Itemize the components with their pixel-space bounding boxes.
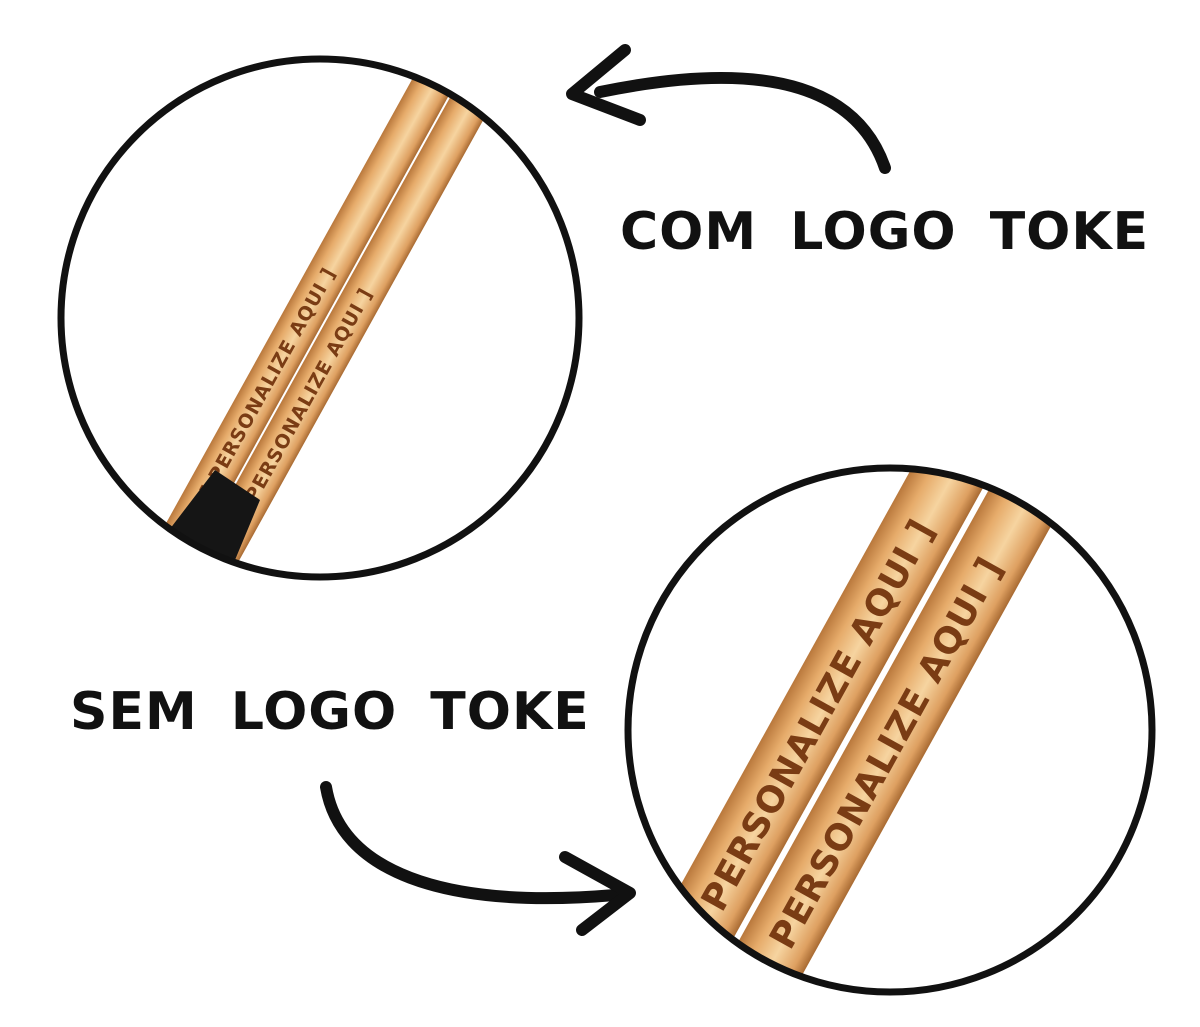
grip-logo-icon [158,616,182,641]
zoom-circle-top [57,55,583,581]
arrow-to-top-circle [566,44,891,174]
grip-band [144,595,209,669]
arrow-to-bottom-circle [320,781,636,936]
grip-logo-icon [121,595,145,620]
zoom-circle-bottom [624,464,1156,996]
caption-without-logo: SEM LOGO TOKE [70,682,590,742]
caption-with-logo: COM LOGO TOKE [620,202,1150,262]
sticks-without-logo-zoom: [ PERSONALIZE AQUI ] [ PERSONALIZE AQUI … [628,468,1152,992]
grip-band [107,574,173,577]
